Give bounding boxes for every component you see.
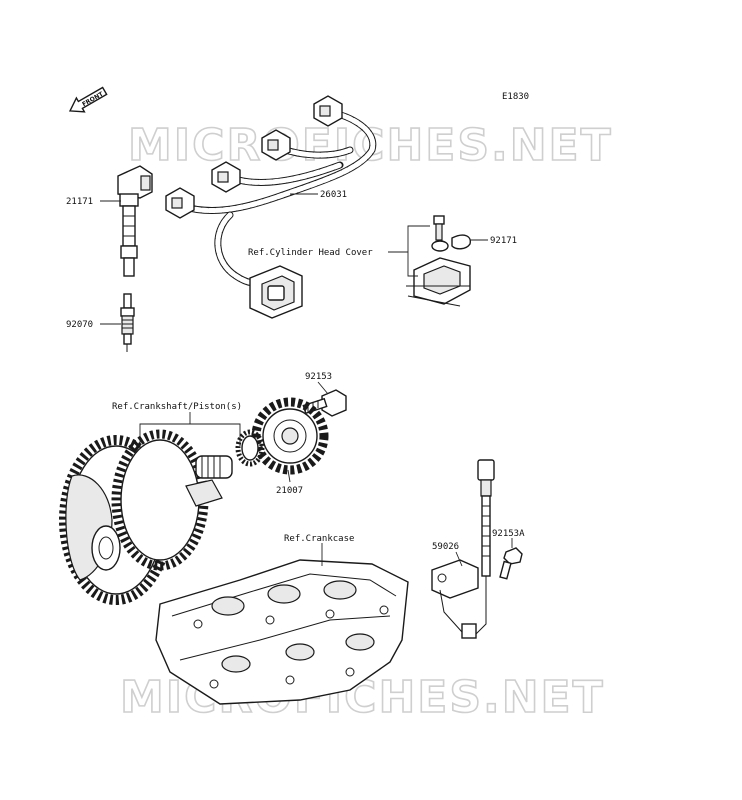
wiring-harness [165, 95, 377, 319]
bolt-92153 [302, 389, 347, 417]
label-92070: 92070 [66, 320, 93, 330]
crankcase [155, 559, 409, 705]
label-ref-crankshaft-piston: Ref.Crankshaft/Piston(s) [112, 402, 242, 412]
label-ref-cylinder-head-cover: Ref.Cylinder Head Cover [248, 248, 373, 258]
spark-plug [120, 293, 135, 352]
bolt-92153a [499, 547, 523, 580]
timing-rotor [251, 397, 329, 475]
crankshaft [59, 429, 265, 605]
cam-sensor [406, 215, 471, 307]
diagram-code: E1830 [502, 92, 529, 102]
label-21007: 21007 [276, 486, 303, 496]
ignition-coil [117, 165, 153, 277]
label-92171: 92171 [490, 236, 517, 246]
crank-sensor [431, 459, 495, 639]
label-92153a: 92153A [492, 529, 525, 539]
label-21171: 21171 [66, 197, 93, 207]
label-92153: 92153 [305, 372, 332, 382]
label-26031: 26031 [320, 190, 347, 200]
label-59026: 59026 [432, 542, 459, 552]
front-arrow-icon: FRONT [68, 86, 108, 113]
label-ref-crankcase: Ref.Crankcase [284, 534, 354, 544]
